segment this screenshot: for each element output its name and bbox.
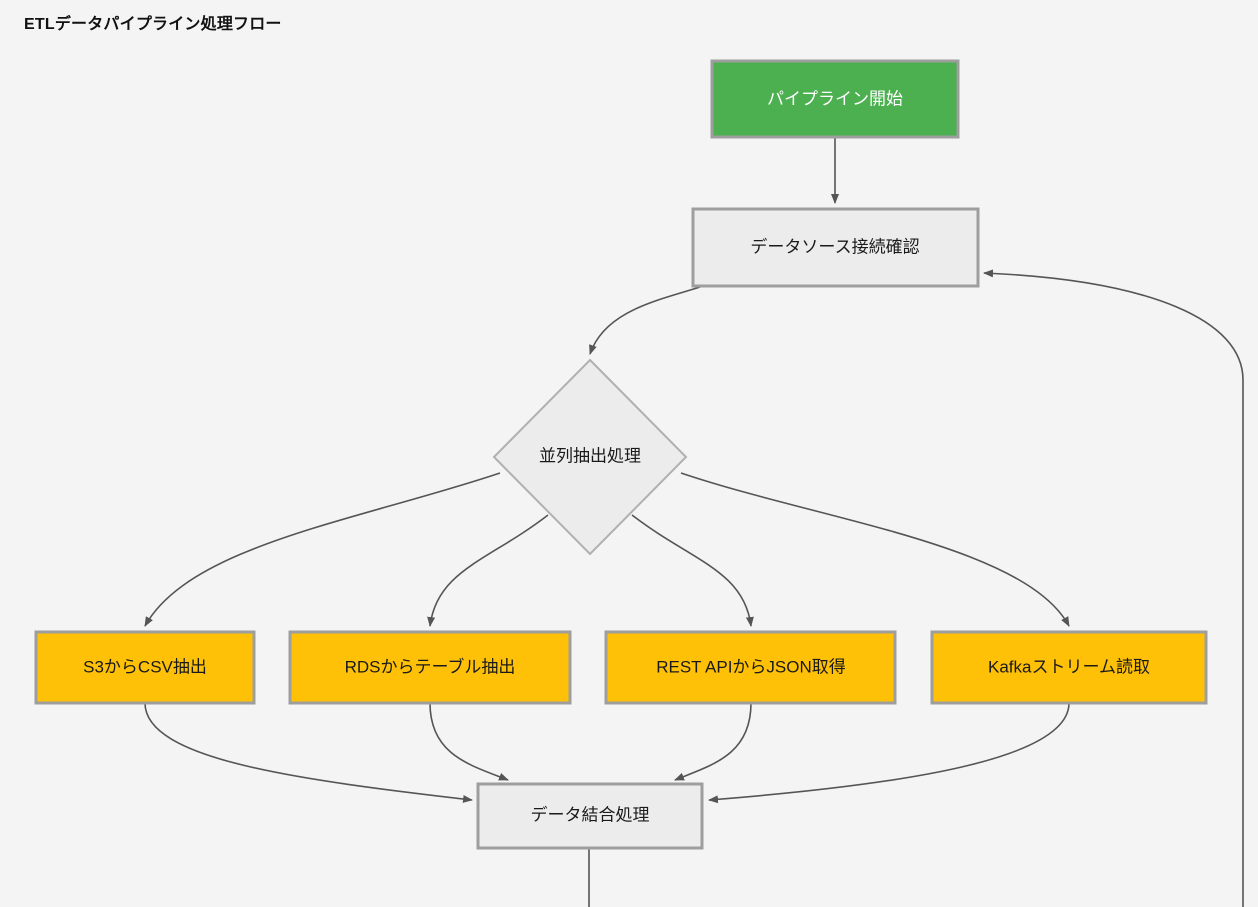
node-check-datasource-label: データソース接続確認 xyxy=(750,236,919,256)
edge-s3-to-join xyxy=(144,702,473,803)
node-join-data[interactable]: データ結合処理 xyxy=(476,782,704,850)
node-parallel-extract[interactable]: 並列抽出処理 xyxy=(492,358,688,556)
node-parallel-extract-shape[interactable] xyxy=(492,358,688,556)
node-pipeline-start-label: パイプライン開始 xyxy=(767,89,903,108)
node-extract-rds[interactable]: RDSからテーブル抽出 xyxy=(288,630,572,705)
node-extract-s3[interactable]: S3からCSV抽出 xyxy=(34,630,256,705)
edge-parallel-to-rest xyxy=(631,514,754,627)
node-join-data-shape[interactable] xyxy=(476,782,704,850)
node-pipeline-start[interactable]: パイプライン開始 xyxy=(710,59,960,139)
node-layer: パイプライン開始 データソース接続確認 並列抽出処理 S3からCSV抽出 RDS… xyxy=(34,59,1208,850)
edge-rds-to-join xyxy=(429,702,509,781)
edge-parallel-to-rds xyxy=(427,514,549,627)
node-extract-rds-label: RDSからテーブル抽出 xyxy=(345,656,516,676)
node-extract-kafka[interactable]: Kafkaストリーム読取 xyxy=(930,630,1208,705)
node-extract-s3-shape[interactable] xyxy=(34,630,256,705)
node-check-datasource[interactable]: データソース接続確認 xyxy=(691,207,980,288)
page-title: ETLデータパイプライン処理フロー xyxy=(24,16,282,33)
edge-parallel-to-s3 xyxy=(144,472,501,627)
edge-layer xyxy=(144,137,1244,907)
node-parallel-extract-label: 並列抽出処理 xyxy=(539,446,641,465)
edge-rest-to-join xyxy=(674,702,752,781)
node-join-data-label: データ結合処理 xyxy=(531,804,650,824)
edge-check-to-parallel xyxy=(589,286,701,355)
node-extract-kafka-shape[interactable] xyxy=(930,630,1208,705)
node-extract-kafka-label: Kafkaストリーム読取 xyxy=(988,657,1150,676)
node-check-datasource-shape[interactable] xyxy=(691,207,980,288)
node-extract-rest-api-label: REST APIからJSON取得 xyxy=(656,657,846,676)
node-extract-s3-label: S3からCSV抽出 xyxy=(83,657,207,676)
node-extract-rest-api-shape[interactable] xyxy=(604,630,897,705)
node-pipeline-start-shape[interactable] xyxy=(710,59,960,139)
edge-parallel-to-kafka xyxy=(680,472,1070,627)
edge-loopback-to-check xyxy=(983,269,1244,907)
edge-kafka-to-join xyxy=(708,702,1070,804)
node-extract-rest-api[interactable]: REST APIからJSON取得 xyxy=(604,630,897,705)
node-extract-rds-shape[interactable] xyxy=(288,630,572,705)
